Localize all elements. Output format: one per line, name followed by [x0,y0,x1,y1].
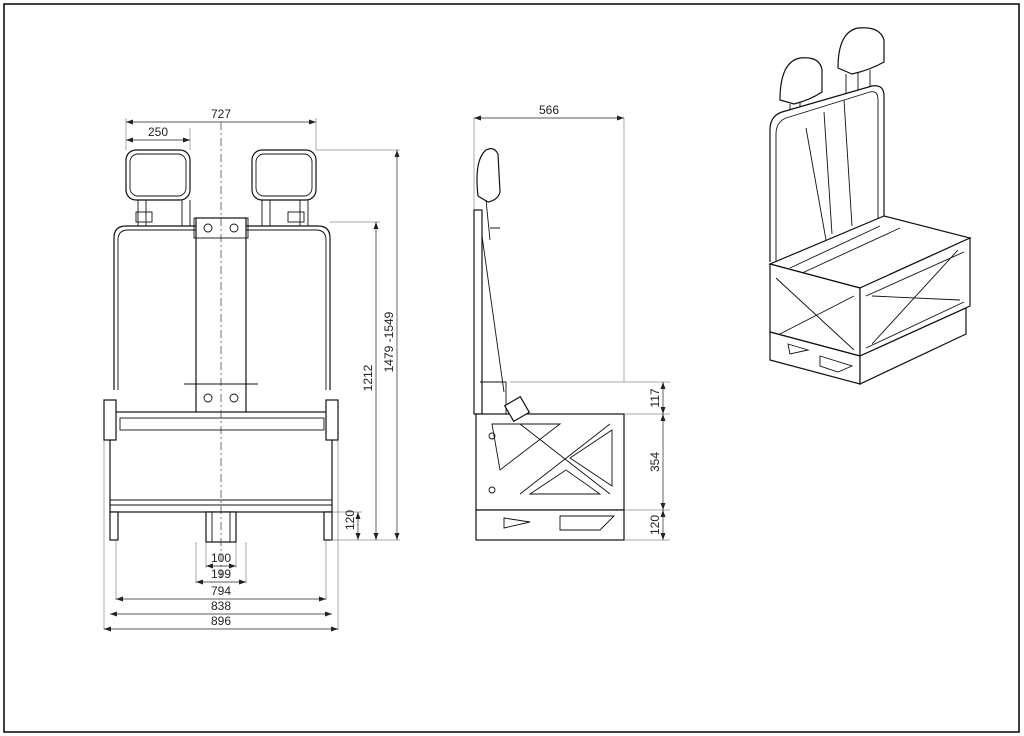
label-794: 794 [211,584,231,598]
iso-headrest-left [779,57,823,105]
label-1212: 1212 [361,364,375,391]
side-headrest [476,148,501,203]
label-838: 838 [211,599,231,613]
side-back-post [473,209,483,415]
label-354: 354 [648,452,662,472]
side-base [475,509,625,541]
label-117: 117 [648,388,662,407]
headrest-left [125,149,191,201]
label-199: 199 [211,567,231,581]
iso-headrest-right [837,27,885,75]
label-100: 100 [211,551,231,565]
label-896: 896 [211,614,231,628]
label-250: 250 [148,125,168,139]
iso-back-frame [769,85,885,262]
label-1479-1549: 1479 -1549 [382,311,396,372]
front-view: 727 250 100 199 794 838 896 1212 1479 -1… [103,107,400,632]
label-120-right: 120 [648,515,662,535]
side-view: 566 117 354 120 [473,103,670,541]
label-727: 727 [211,107,231,121]
isometric-view [768,27,972,385]
label-120-left: 120 [343,510,357,530]
label-566: 566 [539,103,559,117]
headrest-right [251,149,317,201]
